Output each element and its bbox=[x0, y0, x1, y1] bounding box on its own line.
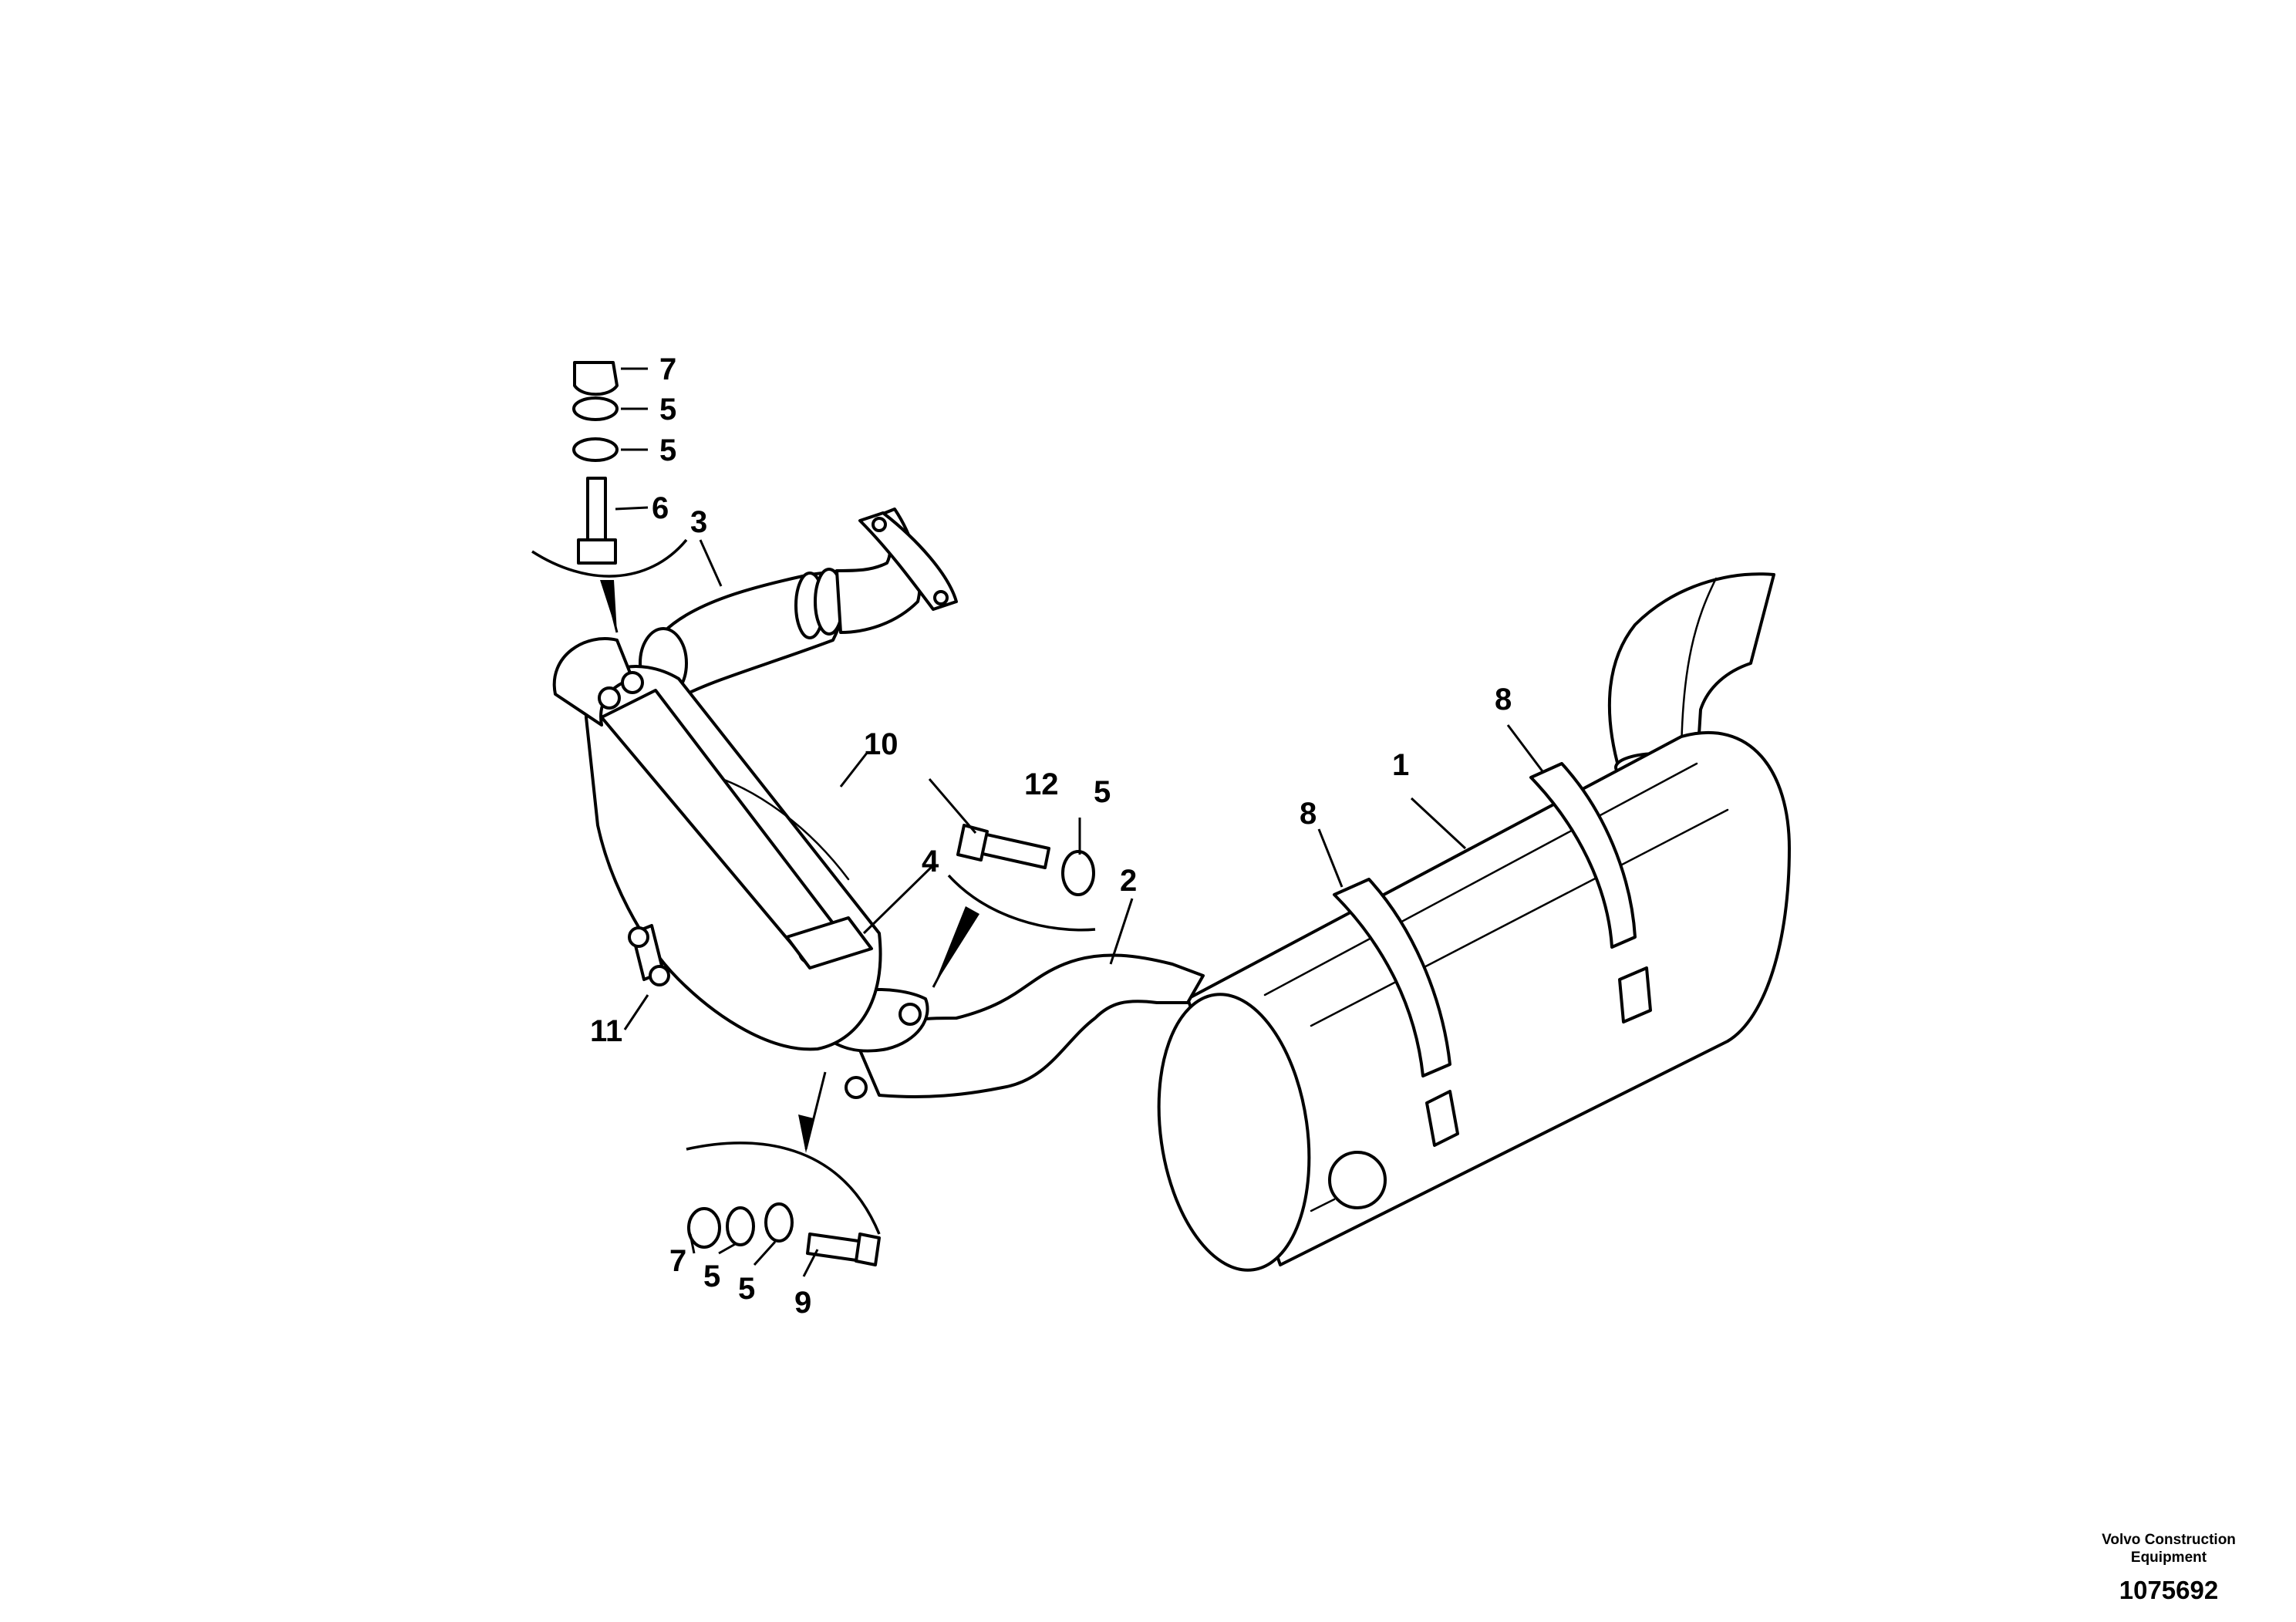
washer-top-1 bbox=[572, 396, 619, 421]
washer-bottom-1 bbox=[726, 1206, 755, 1246]
callout-screw-top: 6 bbox=[652, 491, 669, 525]
screw-bottom bbox=[806, 1233, 881, 1266]
bracket bbox=[785, 916, 873, 969]
callout-clamp: 11 bbox=[590, 1014, 622, 1048]
callout-screw-bottom: 9 bbox=[794, 1286, 811, 1320]
screw-top bbox=[577, 477, 617, 565]
callout-exhaust-pipe: 2 bbox=[1120, 864, 1137, 898]
mid-hardware bbox=[932, 824, 1096, 988]
top-hardware bbox=[531, 361, 688, 633]
washer-top-2 bbox=[572, 437, 619, 462]
callout-muffler: 1 bbox=[1392, 748, 1409, 782]
brand-line-1: Volvo Construction bbox=[2102, 1532, 2236, 1548]
callout-front-pipe: 3 bbox=[690, 505, 707, 539]
washer-mid bbox=[1061, 850, 1095, 896]
callout-washer-top-1: 5 bbox=[659, 393, 676, 427]
bottom-hardware bbox=[686, 1071, 881, 1266]
screw-mid bbox=[956, 824, 1050, 869]
muffler bbox=[1157, 572, 1791, 1272]
callout-screw-mid: 12 bbox=[1024, 767, 1059, 801]
callout-labels: 7 5 5 6 3 10 12 5 2 4 11 8 1 8 7 5 5 9 bbox=[590, 352, 1512, 1320]
catalyst bbox=[552, 637, 882, 1051]
brand-line-2: Equipment bbox=[2130, 1549, 2207, 1566]
callout-washer-mid: 5 bbox=[1094, 775, 1111, 809]
washer-bottom-2 bbox=[764, 1202, 794, 1243]
callout-nut-top: 7 bbox=[659, 352, 676, 386]
clamp-strap-left bbox=[1333, 878, 1459, 1147]
document-number: 1075692 bbox=[2119, 1576, 2219, 1604]
callout-clamp-strap-right: 8 bbox=[1495, 683, 1512, 717]
callout-nut-bottom: 7 bbox=[669, 1244, 686, 1278]
clamp bbox=[628, 924, 670, 986]
callout-washer-bottom-1: 5 bbox=[703, 1259, 720, 1293]
callout-bracket: 4 bbox=[922, 845, 939, 878]
clamp-strap-right bbox=[1529, 762, 1652, 1023]
callout-catalyst: 10 bbox=[864, 727, 899, 761]
nut-top bbox=[573, 361, 619, 396]
callout-washer-bottom-2: 5 bbox=[738, 1272, 755, 1306]
nut-bottom bbox=[687, 1207, 721, 1249]
front-pipe bbox=[639, 508, 958, 700]
leader-lines bbox=[615, 367, 1544, 1277]
callout-clamp-strap-left: 8 bbox=[1300, 797, 1317, 831]
callout-washer-top-2: 5 bbox=[659, 433, 676, 467]
brand-label: Volvo Construction Equipment bbox=[2080, 1531, 2257, 1566]
